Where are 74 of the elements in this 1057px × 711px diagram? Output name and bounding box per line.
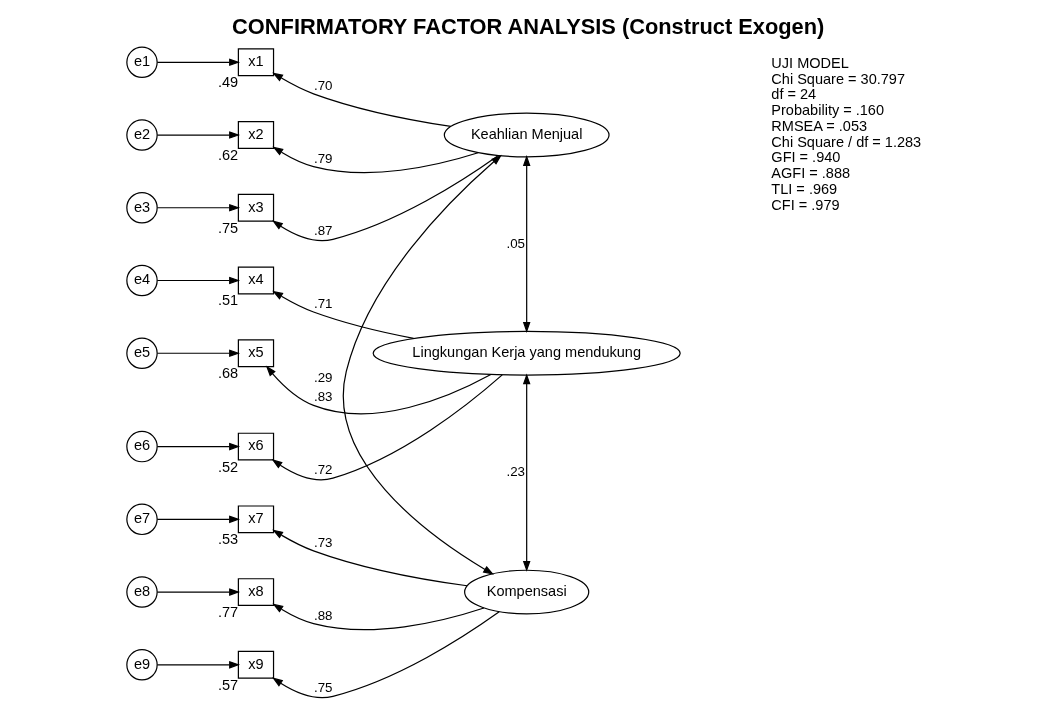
edge-label: .88 (313, 607, 333, 623)
node-label: .77 (217, 604, 239, 621)
edge-label: .87 (313, 223, 333, 239)
diagram-title: CONFIRMATORY FACTOR ANALYSIS (Construct Exogen) (232, 14, 825, 40)
edge-label: .70 (313, 77, 333, 93)
arrow (156, 276, 241, 285)
label: TLI = .969 (771, 180, 838, 197)
node-circle: e4 (126, 264, 158, 297)
node-ellipse: Keahlian Menjual (443, 112, 610, 158)
label: CFI = .979 (771, 196, 840, 213)
node-ellipse: Kompensasi (464, 569, 590, 615)
node-box: x6 (237, 432, 275, 461)
arrow (156, 58, 241, 67)
node-box: x4 (237, 266, 275, 295)
node-label: .62 (217, 147, 239, 163)
arrow (272, 611, 500, 699)
node-box: x2 (237, 121, 275, 149)
edge-label: .79 (313, 150, 333, 166)
node-circle: e6 (126, 430, 158, 463)
label: df = 24 (771, 86, 817, 103)
node-box: x5 (237, 339, 275, 368)
arrow (272, 72, 452, 128)
arrow (265, 365, 492, 415)
edge-label: .71 (313, 296, 333, 312)
label: Chi Square / df = 1.283 (771, 133, 922, 150)
edge-label: .75 (313, 680, 333, 696)
edge-label: .23 (506, 464, 526, 480)
edge-label: .73 (313, 534, 333, 550)
arrow (156, 515, 241, 524)
arrow (522, 155, 531, 333)
edge-label: .83 (313, 389, 333, 405)
node-ellipse: Lingkungan Kerja yang mendukung (372, 330, 681, 376)
node-box: x1 (237, 48, 275, 77)
edge-label: .29 (313, 370, 333, 386)
node-box: x8 (237, 578, 275, 606)
node-label: .57 (217, 676, 239, 693)
node-label: .49 (217, 74, 239, 91)
arrow (156, 588, 241, 596)
arrow (156, 442, 241, 451)
arrow (156, 203, 241, 212)
arrow (156, 131, 241, 139)
node-label: .52 (217, 458, 239, 475)
edge-label: .72 (313, 462, 333, 478)
arrow (272, 146, 479, 174)
arrow (272, 603, 485, 631)
node-label: .51 (217, 292, 239, 309)
arrow (522, 373, 531, 572)
node-circle: e2 (126, 119, 158, 151)
arrow (271, 374, 503, 481)
arrow (272, 155, 499, 242)
edge-label: .05 (506, 235, 526, 251)
node-label: .68 (217, 365, 239, 382)
label: Chi Square = 30.797 (771, 70, 906, 87)
node-circle: e5 (126, 337, 158, 369)
arrow (272, 529, 468, 587)
label: GFI = .940 (771, 149, 841, 166)
node-circle: e8 (126, 576, 158, 608)
node-circle: e3 (126, 192, 158, 224)
label: UJI MODEL (771, 54, 849, 71)
node-box: x7 (237, 505, 275, 534)
node-label: .75 (217, 219, 239, 236)
node-box: x3 (237, 193, 275, 222)
label: AGFI = .888 (771, 165, 851, 182)
arrow (272, 290, 415, 339)
node-label: .53 (217, 531, 239, 548)
arrow (342, 154, 502, 575)
arrow (156, 661, 241, 669)
label: Probability = .160 (771, 102, 885, 119)
label: RMSEA = .053 (771, 117, 868, 134)
node-circle: e7 (126, 503, 158, 536)
arrow (156, 349, 241, 358)
node-circle: e9 (126, 649, 158, 681)
node-circle: e1 (126, 46, 158, 79)
node-box: x9 (237, 650, 275, 679)
